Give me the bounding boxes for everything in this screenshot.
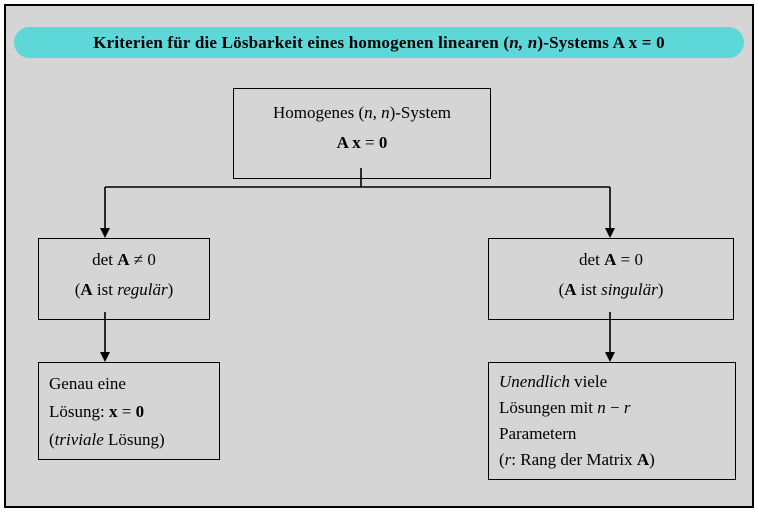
node-line: det A ≠ 0 [92,250,156,269]
node-homogeneous-system: Homogenes (n, n)-System A x = 0 [233,88,491,179]
node-det-nonzero: det A ≠ 0 (A ist regulär) [38,238,210,320]
node-line: Lösung: x = 0 [49,402,145,421]
node-line: (triviale Lösung) [49,430,165,449]
node-line: Homogenes (n, n)-System [272,103,451,122]
node-line: A x = 0 [336,133,388,152]
node-line: det A = 0 [579,250,643,269]
node-det-zero: det A = 0 (A ist singulär) [488,238,734,320]
node-trivial-solution: Genau eine Lösung: x = 0 (triviale Lösun… [38,362,220,460]
node-line: (r: Rang der Matrix A) [499,450,655,469]
node-line: (A ist regulär) [74,280,174,299]
node-line: Lösungen mit n − r [499,398,631,417]
title-banner: Kriterien für die Lösbarkeit eines homog… [14,27,744,58]
node-line: Genau eine [49,374,126,393]
node-line: (A ist singulär) [558,280,664,299]
node-line: Unendlich viele [499,372,608,391]
node-line: Parametern [499,424,577,443]
node-infinite-solutions: Unendlich viele Lösungen mit n − r Param… [488,362,736,480]
